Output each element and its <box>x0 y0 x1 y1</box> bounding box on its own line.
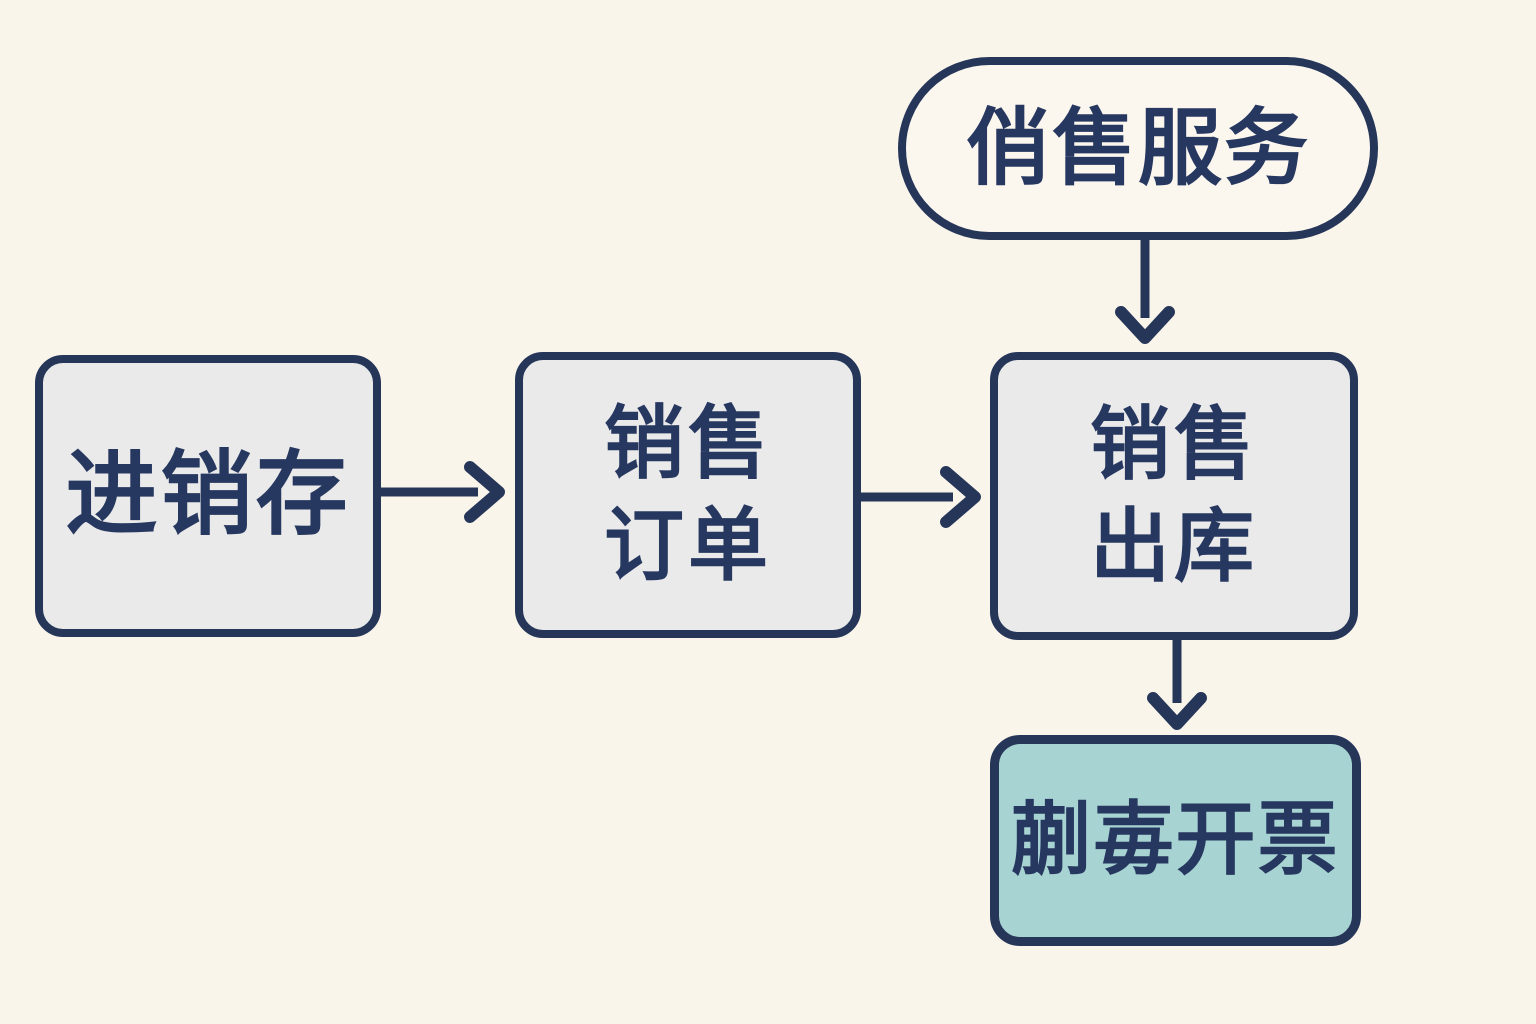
node-sales-outbound: 销售 出库 <box>990 352 1358 640</box>
node-sales-outbound-label-line1: 销售 <box>1090 399 1258 489</box>
node-inventory: 进销存 <box>35 355 381 637</box>
node-sales-order: 销售 订单 <box>515 352 861 638</box>
arrowhead-down-icon <box>1115 306 1175 344</box>
arrow-outbound-to-invoicing <box>1147 640 1207 730</box>
node-sales-order-label-line2: 订单 <box>604 501 772 590</box>
node-inventory-label: 进销存 <box>65 444 351 547</box>
node-sales-outbound-label-line2: 出库 <box>1090 502 1258 591</box>
node-invoicing-label: 蒯毐开票 <box>1011 795 1340 885</box>
node-sales-order-label-line1: 销售 <box>604 398 772 488</box>
node-invoicing: 蒯毐开票 <box>990 735 1361 946</box>
node-sales-service-label: 俏售服务 <box>965 100 1310 195</box>
arrowhead-right-icon <box>464 461 505 523</box>
node-sales-service: 俏售服务 <box>898 57 1378 240</box>
arrowhead-right-icon <box>940 466 981 528</box>
arrow-sales-order-to-outbound <box>861 466 981 528</box>
arrowhead-down-icon <box>1147 692 1207 730</box>
arrow-inventory-to-sales-order <box>381 461 505 523</box>
arrow-sales-service-to-outbound <box>1115 238 1175 344</box>
